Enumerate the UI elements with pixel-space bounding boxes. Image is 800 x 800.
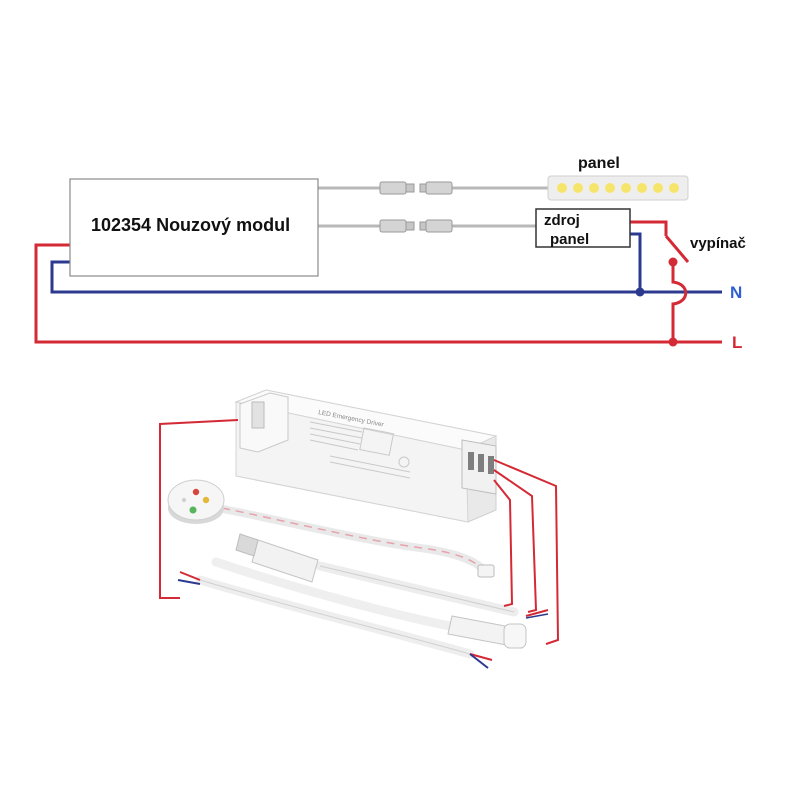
neutral-junction — [635, 287, 645, 297]
dc-female-plug — [447, 615, 527, 649]
module-label: 102354 Nouzový modul — [91, 215, 290, 235]
yellow-led-icon — [202, 496, 210, 504]
small-plug — [477, 564, 495, 578]
switched-live-wire — [630, 220, 668, 236]
connector-lower — [379, 219, 453, 233]
led-icon — [653, 183, 663, 193]
neutral-label: N — [730, 283, 742, 302]
switch-to-live-wire — [671, 262, 688, 342]
product-photo: LED Emergency Driver — [159, 389, 560, 669]
neutral-supply-wire — [630, 232, 642, 292]
panel-label: panel — [578, 155, 620, 172]
dc-male-plug — [235, 533, 319, 583]
connector-upper — [379, 181, 453, 195]
red-guide-line-1 — [493, 459, 560, 645]
red-guide-line-2 — [493, 469, 538, 613]
supply-label-line1: zdroj — [544, 212, 580, 229]
led-icon — [589, 183, 599, 193]
led-icon — [669, 183, 679, 193]
neutral-wire — [50, 260, 722, 294]
supply-label-line2: panel — [550, 231, 589, 248]
led-panel — [547, 175, 689, 201]
dc-female-cable — [211, 557, 455, 631]
led-icon — [637, 183, 647, 193]
live-label: L — [732, 333, 742, 352]
led-icon — [557, 183, 567, 193]
emergency-module-box — [69, 178, 319, 277]
live-junction — [668, 337, 678, 347]
live-wire — [34, 243, 722, 344]
red-guide-line-3 — [493, 479, 514, 607]
red-led-icon — [192, 488, 200, 496]
test-button-puck — [167, 479, 225, 524]
green-led-icon — [189, 506, 197, 514]
switch-label: vypínač — [690, 235, 746, 252]
led-icon — [605, 183, 615, 193]
switch-contact — [668, 257, 678, 267]
switch-lever — [664, 235, 690, 263]
red-guide-line-left — [159, 419, 239, 599]
supply-box — [535, 208, 631, 248]
led-icon — [573, 183, 583, 193]
emergency-driver-body: LED Emergency Driver — [234, 389, 498, 523]
led-icon — [621, 183, 631, 193]
